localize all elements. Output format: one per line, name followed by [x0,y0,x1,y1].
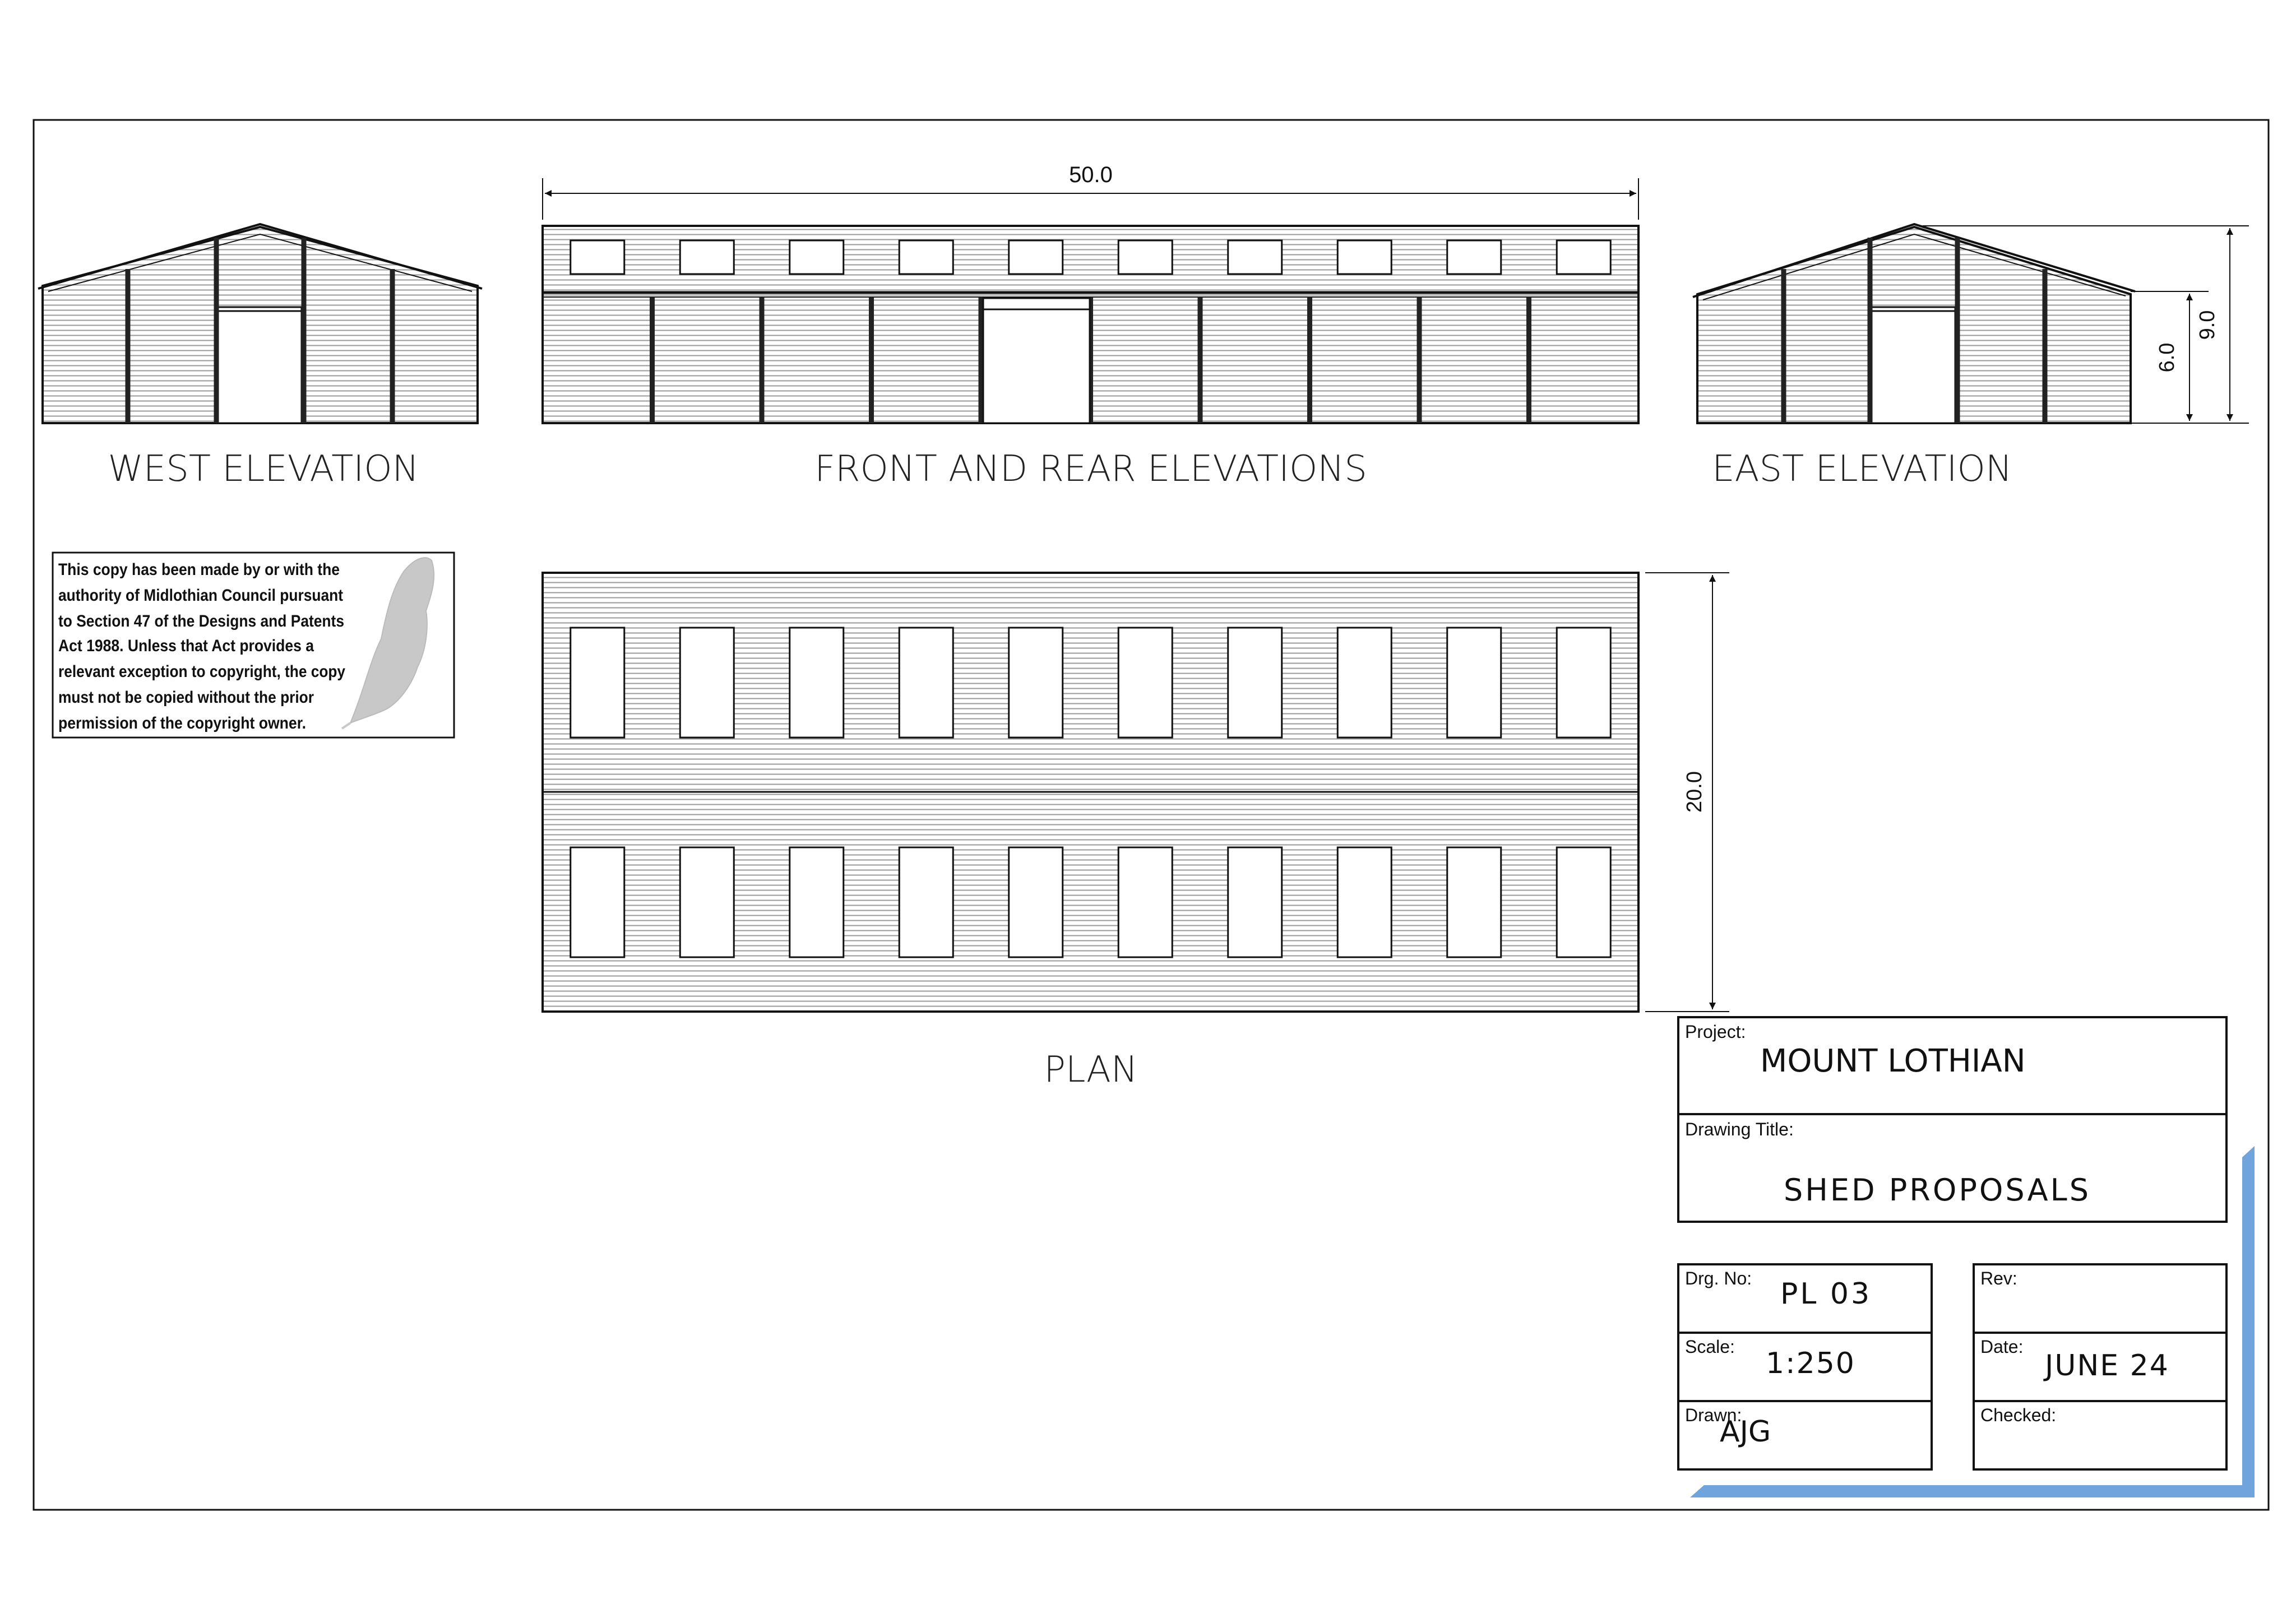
scale-box [1677,1332,1933,1402]
notice-line-2: authority of Midlothian Council pursuant [58,586,343,605]
drawing-title-label: Drawing Title: [1685,1119,1794,1139]
notice-line-3: to Section 47 of the Designs and Patents [58,612,344,630]
east-elevation-label: EAST ELEVATION [1712,448,2012,490]
front-window [1008,239,1064,275]
east-elevation [1692,222,2136,424]
eaves-height-text: 6.0 [2155,343,2179,373]
copyright-notice: This copy has been made by or with the a… [52,551,455,739]
notice-line-7: permission of the copyright owner. [58,714,306,732]
drawn-box [1677,1400,1933,1471]
front-window [679,239,735,275]
rev-label: Rev: [1980,1268,2017,1288]
notice-line-4: Act 1988. Unless that Act provides a [58,637,314,655]
front-window [1117,239,1173,275]
scale-label: Scale: [1685,1337,1735,1357]
plan-skylight [1117,846,1173,958]
front-window [1336,239,1392,275]
plan-skylight [1117,627,1173,739]
plan-skylight [789,846,845,958]
front-window [570,239,626,275]
plan-skylight [1227,627,1283,739]
plan-skylight [1446,627,1502,739]
drawing-title-box [1677,1113,2228,1223]
plan-skylight [1336,627,1392,739]
plan-skylight [679,846,735,958]
length-dimension-text: 50.0 [1069,163,1113,187]
width-dimension [1645,572,1729,1012]
drawn-value: AJG [1720,1415,1771,1449]
west-elevation-label: WEST ELEVATION [108,448,419,490]
plan-skylight [570,846,626,958]
height-dimensions [1923,225,2249,424]
date-label: Date: [1980,1337,2023,1357]
plan-skylight [1556,846,1612,958]
notice-line-6: must not be copied without the prior [58,688,314,707]
drawing-title-value: SHED PROPOSALS [1784,1172,2091,1208]
plan-skylight [570,627,626,739]
plan-skylight [1227,846,1283,958]
length-dimension [542,178,1639,220]
drawn-label: Drawn: [1685,1405,1742,1425]
leaf-icon [349,557,435,724]
plan-skylight [789,627,845,739]
checked-box [1973,1400,2228,1471]
notice-line-1: This copy has been made by or with the [58,560,340,579]
checked-label: Checked: [1980,1405,2056,1425]
front-windows [570,239,1612,275]
sheet-border [33,119,2270,1511]
project-label: Project: [1685,1022,1746,1042]
plan-skylight [679,627,735,739]
west-elevation [38,222,483,424]
plan-skylight [1008,846,1064,958]
front-window [1556,239,1612,275]
plan-skylight [898,627,954,739]
front-window [898,239,954,275]
drg-no-label: Drg. No: [1685,1268,1752,1288]
front-rear-elevation-label: FRONT AND REAR ELEVATIONS [814,448,1367,490]
plan-skylights [570,627,1612,958]
front-window [1227,239,1283,275]
plan-skylight [1008,627,1064,739]
title-block: Project: MOUNT LOTHIAN Drawing Title: SH… [1677,1016,2255,1497]
front-rear-elevation [541,225,1640,424]
plan-skylight [898,846,954,958]
rev-box [1973,1263,2228,1334]
front-window [1446,239,1502,275]
plan-view [541,572,1640,1013]
width-dimension-text: 20.0 [1683,771,1706,813]
front-window [789,239,845,275]
date-value: JUNE 24 [2043,1349,2169,1383]
drg-no-value: PL 03 [1780,1277,1872,1311]
scale-value: 1:250 [1766,1347,1855,1380]
plan-skylight [1556,627,1612,739]
plan-label: PLAN [1044,1049,1137,1091]
plan-skylight [1446,846,1502,958]
notice-line-5: relevant exception to copyright, the cop… [58,662,345,681]
plan-skylight [1336,846,1392,958]
ridge-height-text: 9.0 [2196,310,2219,340]
project-value: MOUNT LOTHIAN [1760,1043,2026,1079]
